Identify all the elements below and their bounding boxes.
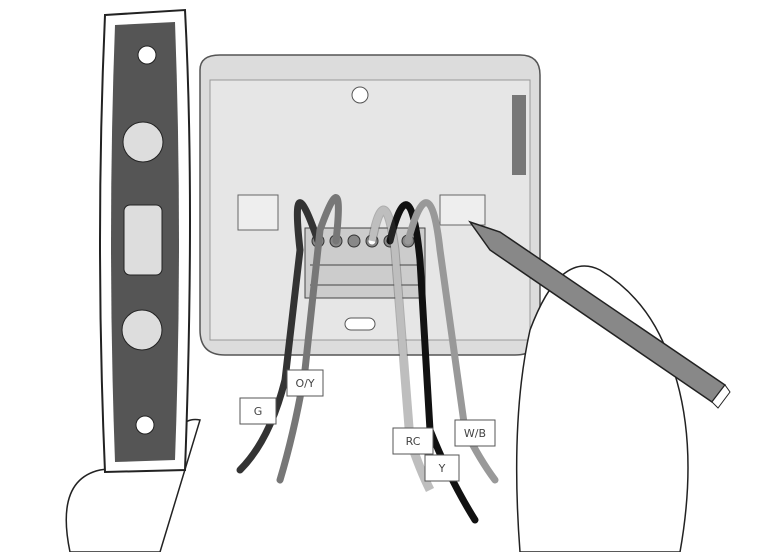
- wire-rc: [368, 206, 434, 494]
- wire-y: [386, 201, 479, 524]
- bubble-level: [65, 8, 201, 552]
- tag-oy: [286, 369, 324, 397]
- tag-g: [239, 397, 277, 425]
- wall-plate: [199, 54, 541, 356]
- tag-y: [424, 454, 460, 482]
- tag-rc: [392, 427, 434, 455]
- wire-g: [236, 199, 322, 474]
- hand-with-pencil: [468, 220, 731, 552]
- tag-label-g: G: [254, 405, 263, 418]
- tag-label-rc: RC: [406, 435, 421, 448]
- tag-wb: [454, 419, 496, 447]
- tag-label-y: Y: [438, 462, 446, 475]
- tag-label-wb: W/B: [464, 427, 486, 440]
- tag-label-oy: O/Y: [295, 377, 314, 390]
- wire-oy: [276, 194, 342, 484]
- wires: [236, 194, 499, 524]
- wire-tags: G O/Y RC Y W/B: [239, 369, 496, 482]
- wire-wb: [404, 199, 499, 484]
